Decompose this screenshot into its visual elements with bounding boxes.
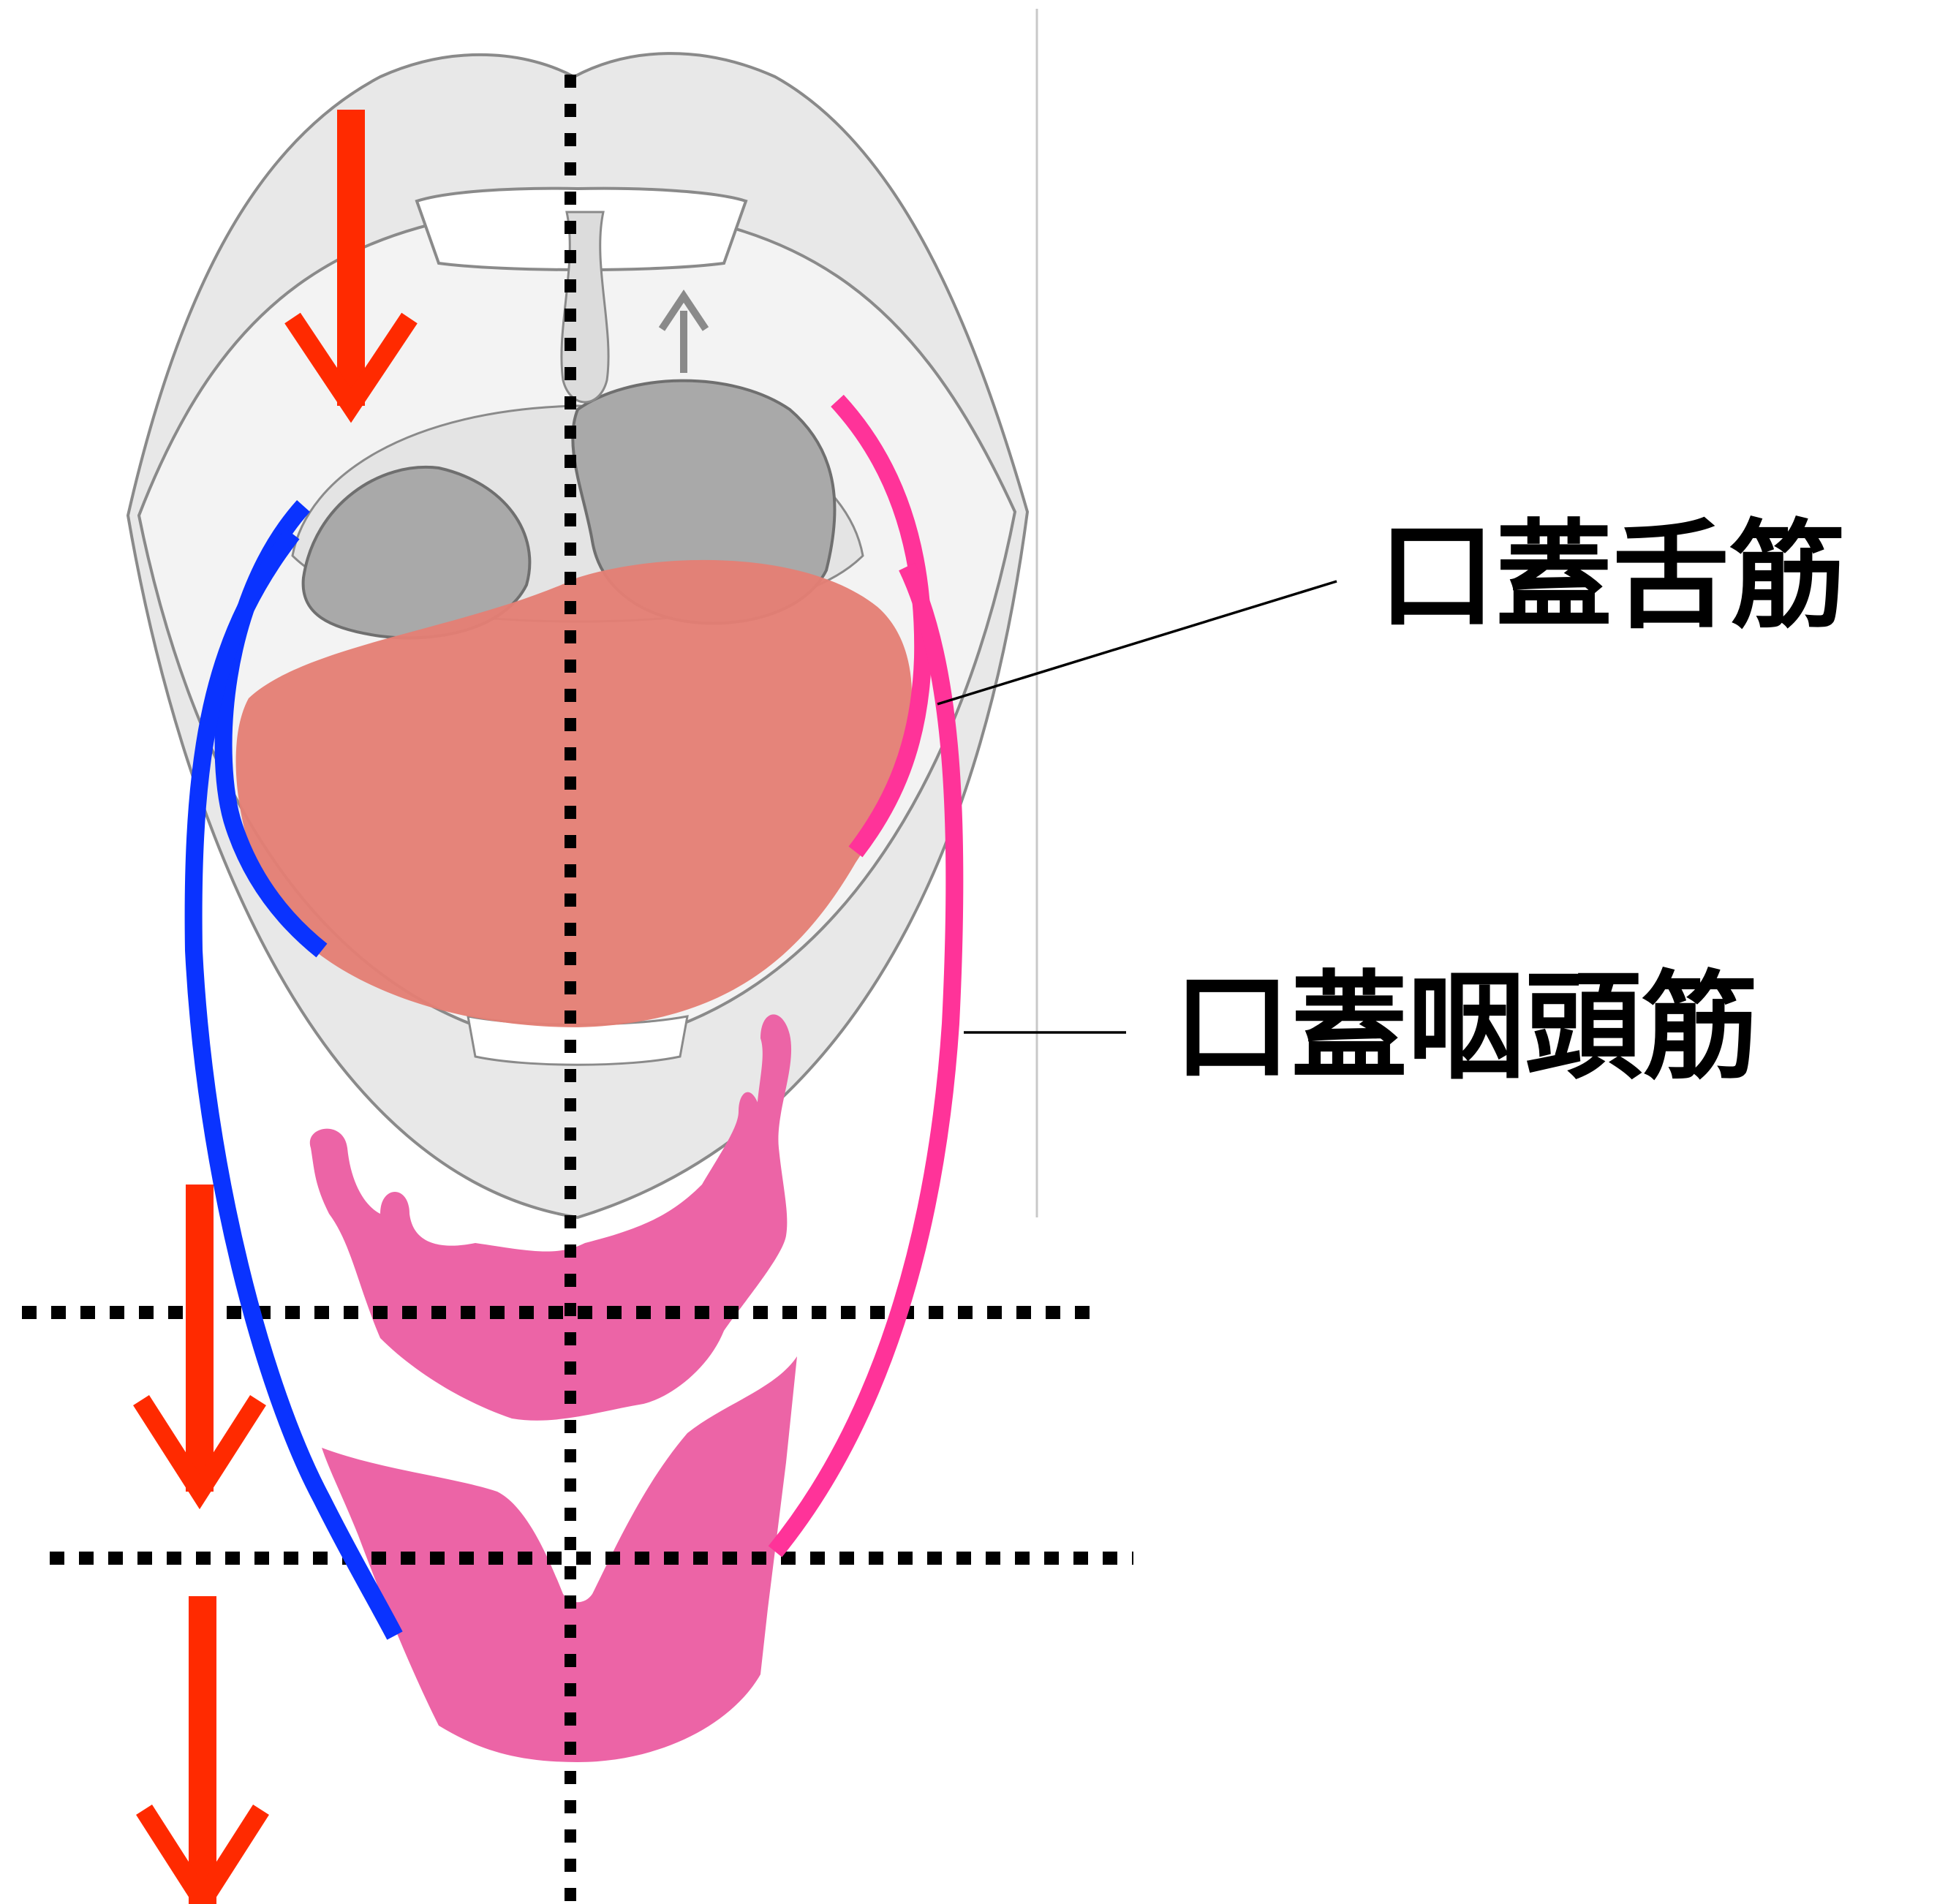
pink-short-curve <box>831 394 932 858</box>
label-palatopharyngeus: 口蓋咽頭筋 <box>1174 959 1759 1095</box>
label-palatoglossus: 口蓋舌筋 <box>1378 507 1847 644</box>
down-arrow-icon <box>284 110 418 423</box>
pink-muscle <box>768 394 964 1557</box>
blue-long-curve <box>184 528 403 1640</box>
down-arrow-icon <box>136 1596 269 1904</box>
down-arrow-icon <box>133 1185 266 1510</box>
up-arrow-icon <box>658 289 709 373</box>
pink-long-curve <box>768 562 964 1557</box>
leader-line-palatoglossus <box>937 580 1337 706</box>
blue-muscle <box>184 499 403 1640</box>
left-tonsil <box>301 465 532 640</box>
tongue <box>235 559 913 1027</box>
thyroid-cartilage <box>322 1356 797 1762</box>
